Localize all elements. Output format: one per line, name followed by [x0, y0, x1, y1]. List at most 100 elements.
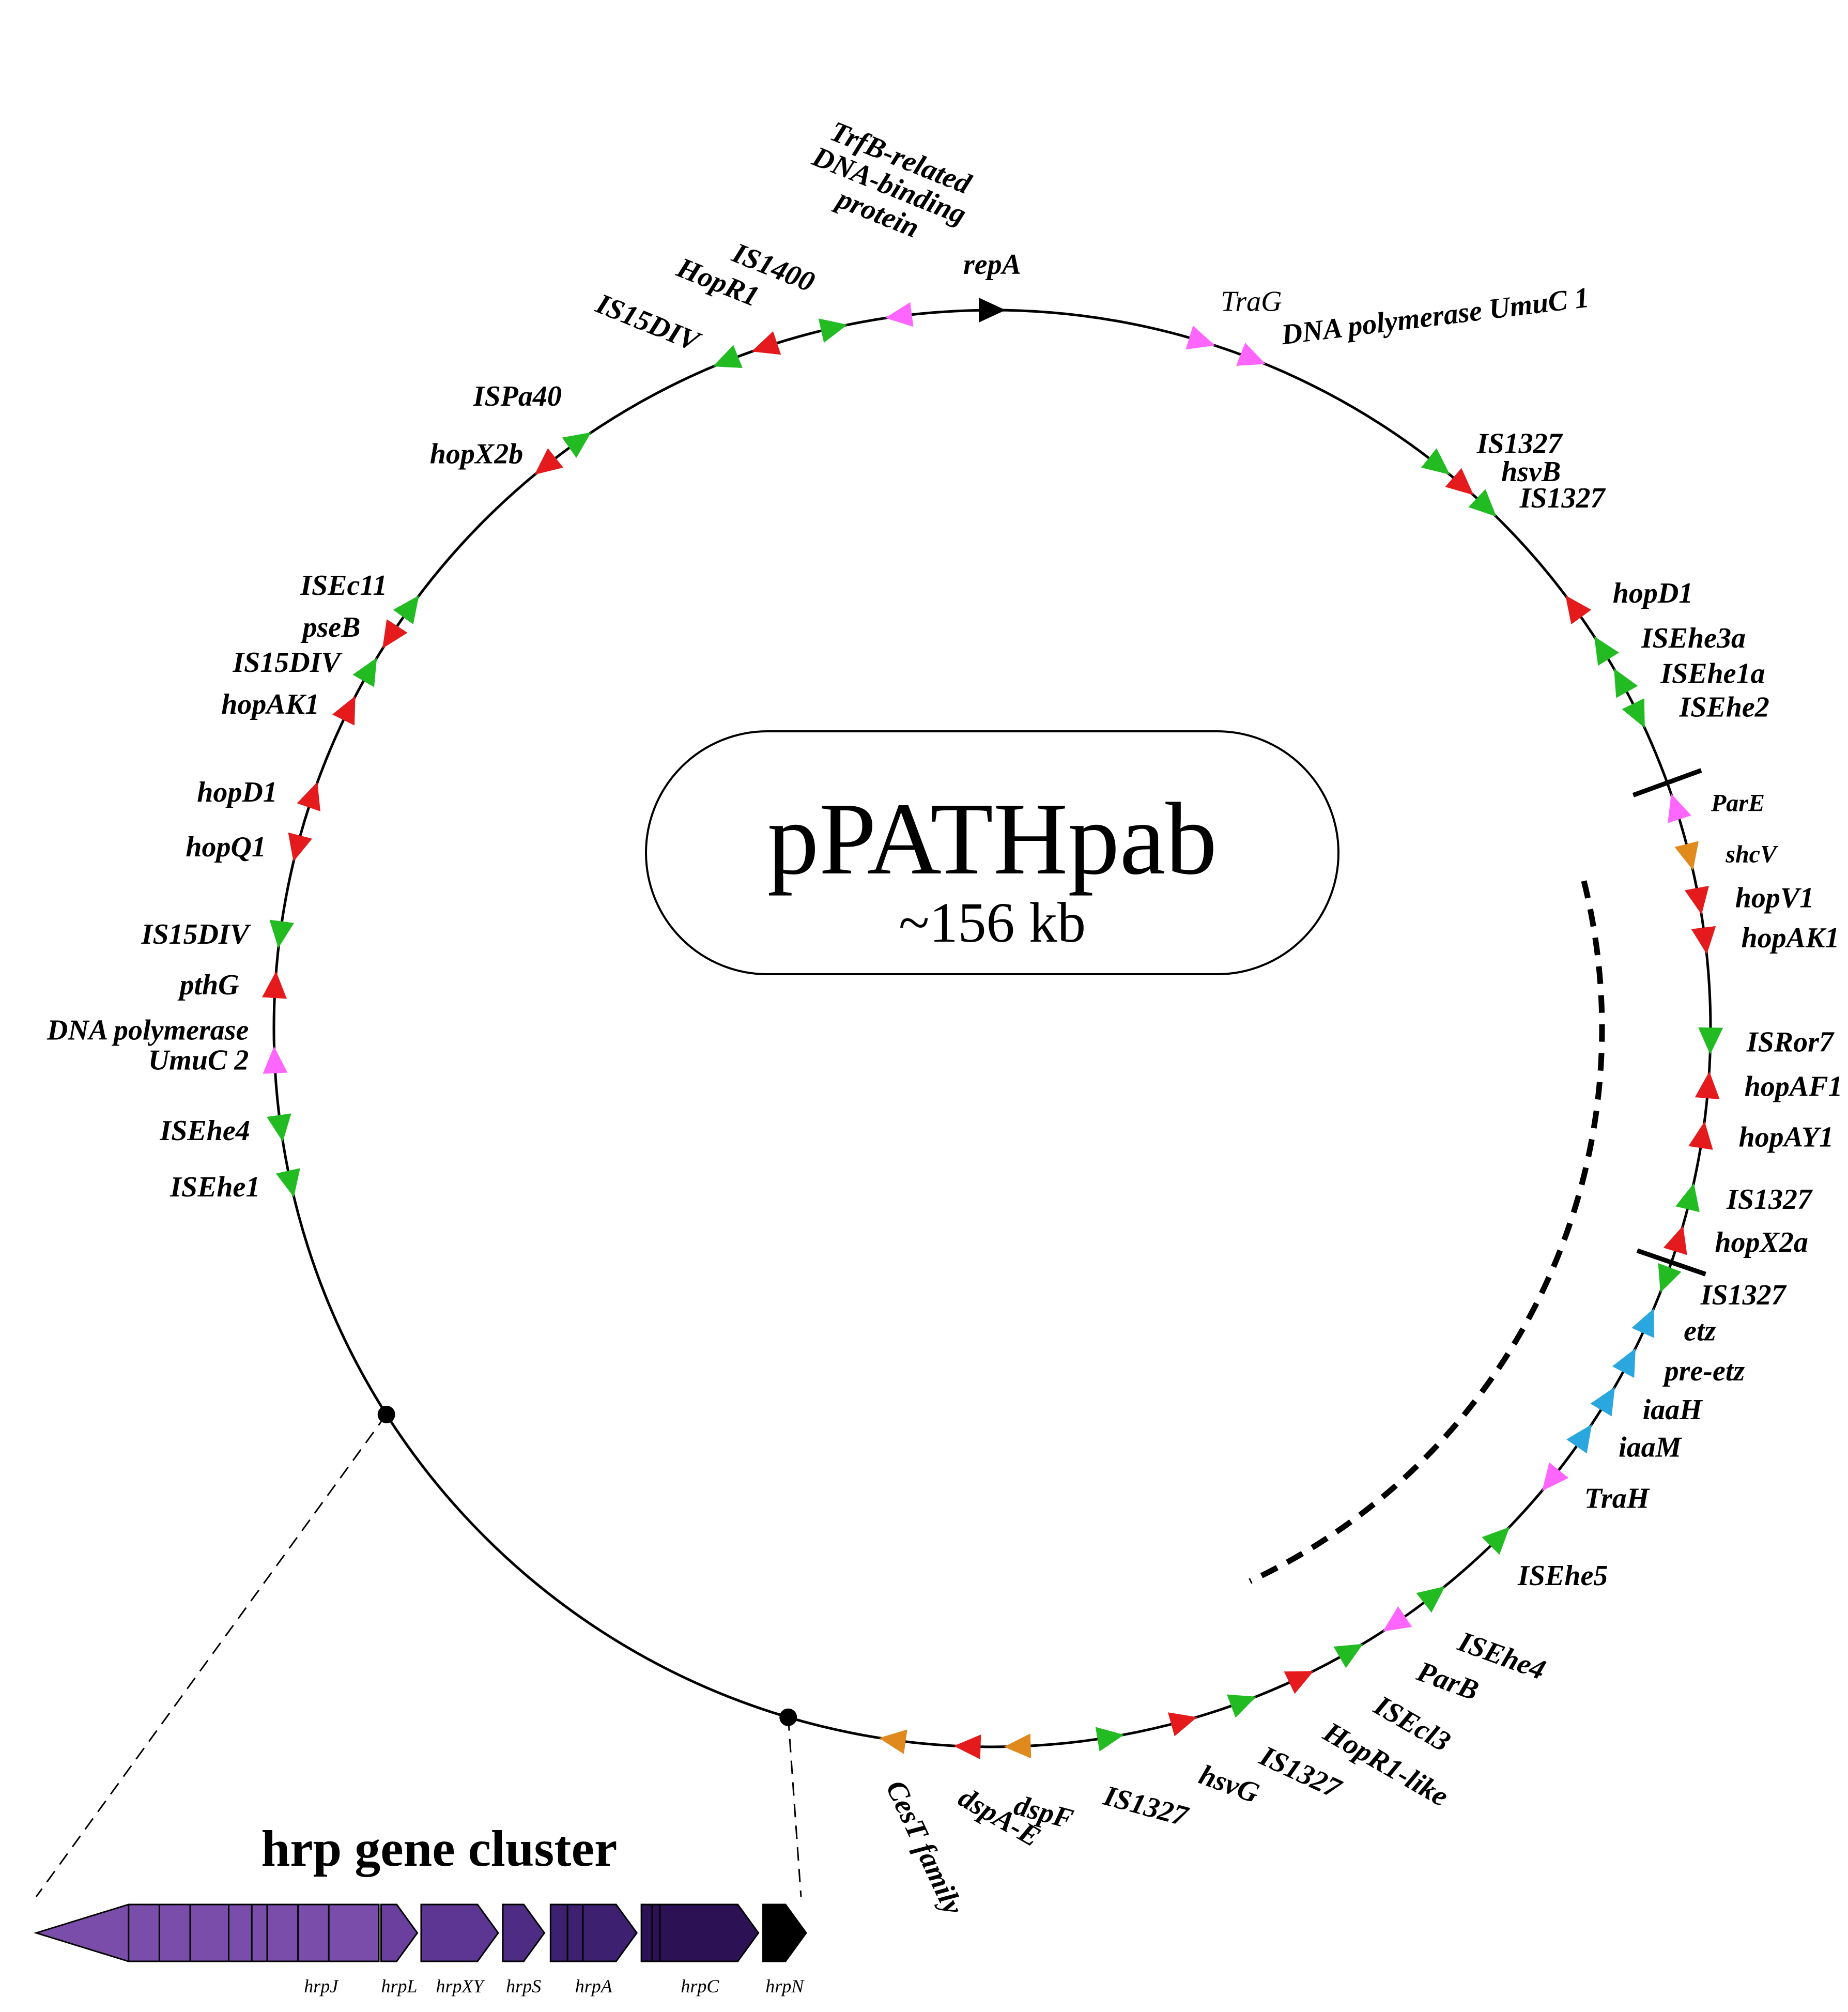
hrp-gene-label: hrpJ: [304, 1976, 339, 1996]
gene-etz: etz: [1631, 1308, 1716, 1347]
gene-is1327: IS1327: [1658, 1263, 1787, 1311]
gene-hopv1: hopV1: [1684, 882, 1814, 915]
gene-cest-family: CesT family: [879, 1729, 969, 1921]
gene-label: ISRor7: [1746, 1026, 1835, 1058]
hrp-gene-arrow: [762, 1903, 807, 1962]
gene-arrow: [818, 318, 848, 343]
gene-label: IS1327: [1700, 1279, 1787, 1311]
gene-arrow: [1565, 595, 1592, 625]
gene-arrow: [1674, 841, 1699, 870]
gene-arrow: [1691, 926, 1716, 955]
hrp-gene-arrow: [549, 1903, 638, 1962]
gene-label: hsvB: [1501, 456, 1561, 488]
gene-arrow: [382, 619, 408, 649]
gene-arrow: [534, 448, 563, 475]
gene-label: hopD1: [1613, 577, 1693, 609]
zoom-line-left: [35, 1414, 387, 1897]
hrp-gene-label: hrpN: [765, 1976, 805, 1996]
gene-arrow: [1236, 343, 1266, 366]
gene-hopq1: hopQ1: [186, 831, 313, 863]
gene-arrow: [267, 1113, 291, 1142]
gene-label: ISEhe3a: [1641, 622, 1746, 654]
gene-arrow: [393, 595, 419, 625]
gene-repa: repA: [963, 249, 1021, 322]
plasmid-center-label: pPATHpab ~156 kb: [645, 730, 1339, 975]
gene-label: IS1327: [1519, 482, 1606, 514]
hrp-gene-label: hrpL: [381, 1976, 418, 1996]
gene-hsvb: hsvB: [1445, 456, 1561, 496]
gene-arrow: [1421, 448, 1450, 475]
hrp-gene-arrow: [420, 1903, 499, 1962]
gene-arrow: [1675, 1183, 1700, 1212]
gene-shcv: shcV: [1674, 841, 1779, 870]
hrp-gene-arrow: [640, 1903, 760, 1962]
gene-label: ISEhe1a: [1660, 657, 1765, 689]
gene-label: hopAK1: [1741, 922, 1839, 954]
gene-label: repA: [963, 249, 1021, 281]
hrp-gene-label: hrpC: [681, 1976, 719, 1996]
gene-label: etz: [1684, 1315, 1716, 1347]
gene-arrow: [1416, 1586, 1445, 1613]
gene-arrow: [1542, 1462, 1569, 1491]
gene-arrow: [288, 832, 313, 862]
gene-label: TrfB-relatedDNA-bindingprotein: [796, 112, 982, 258]
gene-arrow: [562, 432, 592, 458]
gene-label: ParE: [1711, 789, 1765, 817]
gene-arrow: [1658, 1263, 1682, 1293]
hrp-gene-arrow: [33, 1903, 380, 1962]
gene-isehe5: ISEhe5: [1482, 1527, 1608, 1592]
gene-arrow: [297, 781, 320, 811]
gene-label: pthG: [177, 969, 239, 1001]
hrp-gene-hrpc: hrpC: [640, 1903, 760, 1996]
gene-arrow: [879, 1729, 907, 1754]
gene-hopay1: hopAY1: [1688, 1121, 1834, 1153]
gene-arrow: [751, 331, 781, 355]
gene-label: hopQ1: [186, 831, 266, 863]
gene-hopak1: hopAK1: [221, 688, 356, 726]
gene-hopd1: hopD1: [1565, 577, 1693, 625]
region-boundary-tick: [1632, 768, 1702, 797]
gene-arrow: [262, 971, 287, 999]
gene-label: hopX2a: [1715, 1226, 1808, 1258]
marker-layer: [35, 768, 1706, 1897]
plasmid-size: ~156 kb: [899, 891, 1086, 954]
gene-arrow: [1445, 468, 1474, 496]
gene-arrow: [1284, 1671, 1314, 1694]
gene-iaam: iaaM: [1566, 1424, 1683, 1464]
gene-trag: TraG: [1185, 286, 1282, 350]
gene-label: IS1327: [1726, 1184, 1813, 1216]
hrp-gene-hrpa: hrpA: [549, 1903, 638, 1996]
plasmid-name: pPATHpab: [767, 782, 1218, 896]
gene-label: iaaH: [1643, 1394, 1703, 1426]
gene-arrow: [352, 657, 377, 687]
gene-hopak1: hopAK1: [1691, 922, 1839, 955]
gene-isehe3a: ISEhe3a: [1594, 622, 1746, 666]
gene-hopx2b: hopX2b: [430, 438, 563, 475]
gene-arrow: [1631, 1308, 1655, 1338]
gene-label: CesT family: [880, 1776, 969, 1921]
gene-layer: repATrfB-relatedDNA-bindingproteinIS1400…: [47, 112, 1843, 1921]
plasmid-label-box: [645, 730, 1339, 975]
gene-isehe1: ISEhe1: [170, 1168, 300, 1203]
gene-label: IS15DIV: [232, 647, 343, 679]
gene-pseb: pseB: [300, 611, 408, 649]
hrp-gene-hrps: hrpS: [502, 1903, 546, 1996]
gene-arrow: [1663, 1225, 1687, 1255]
gene-hopaf1: hopAF1: [1695, 1071, 1843, 1103]
hrp-gene-arrow: [380, 1903, 419, 1962]
gene-arrow: [275, 1168, 300, 1197]
hrp-gene-hrpl: hrpL: [380, 1903, 419, 1996]
gene-label: TraH: [1584, 1482, 1650, 1514]
gene-label: IS15DIV: [141, 918, 252, 950]
gene-label: pre-etz: [1662, 1355, 1745, 1387]
gene-label: ParB: [1412, 1655, 1483, 1707]
gene-arrow: [1468, 489, 1497, 517]
gene-arrow: [1227, 1694, 1257, 1718]
region-boundary-tick: [1636, 1248, 1706, 1277]
gene-is1327: IS1327: [1421, 428, 1563, 475]
